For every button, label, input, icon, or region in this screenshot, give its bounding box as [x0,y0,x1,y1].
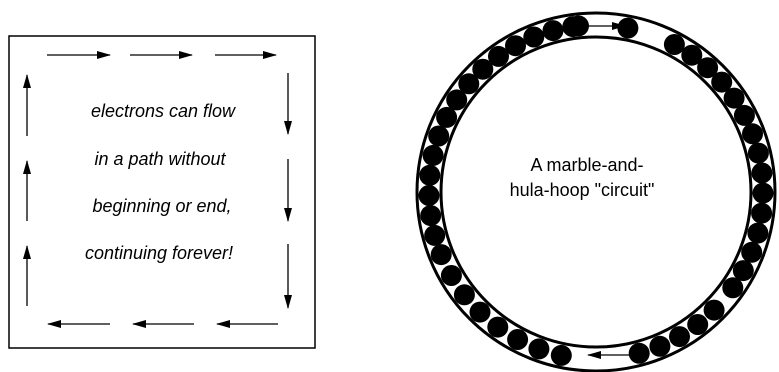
marble-15 [732,260,754,282]
marble-31 [420,205,442,227]
marble-35 [428,125,450,147]
marble-16 [722,277,744,299]
marble-19 [669,326,690,348]
marble-42 [523,26,545,48]
marble-4 [697,57,719,79]
marble-36 [436,106,458,128]
hoop-label-line-1: A marble-and- [530,155,643,175]
marble-44 [562,16,584,38]
marble-10 [751,162,773,184]
marble-5 [711,71,733,93]
marble-14 [741,241,763,263]
marble-30 [424,224,446,246]
marble-32 [418,185,440,206]
marble-3 [681,44,703,66]
marble-22 [550,344,572,366]
marble-39 [472,58,494,80]
marble-23 [528,338,550,360]
marbles [418,15,774,366]
hula-hoop: A marble-and- hula-hoop "circuit" [415,11,777,372]
left-panel: electrons can flow in a path without beg… [8,35,316,349]
marble-13 [747,222,769,244]
marble-2 [663,34,685,55]
marble-24 [507,329,529,350]
marble-43 [542,20,564,42]
marble-40 [488,45,509,67]
left-text-line-2: in a path without [94,149,226,169]
left-text-line-3: beginning or end, [92,196,231,216]
marble-1 [617,17,639,39]
marble-41 [505,35,526,57]
marble-29 [430,244,452,266]
marble-34 [422,144,444,166]
marble-21 [628,342,650,364]
marble-25 [487,316,509,338]
marble-27 [453,284,475,306]
marble-20 [649,335,671,357]
marble-18 [687,314,709,335]
circuit-box [8,35,316,349]
marble-28 [440,265,462,286]
marble-9 [747,142,769,164]
marble-37 [446,89,468,111]
marble-11 [752,182,774,204]
marble-17 [703,299,725,321]
marble-38 [458,73,480,95]
hoop-outer-ring [415,11,777,372]
marble-8 [742,123,763,145]
marble-7 [733,104,755,126]
marble-33 [419,164,441,186]
hoop-inner-ring [439,35,753,349]
marble-12 [751,202,773,224]
marble-26 [469,301,491,323]
hoop-label-line-2: hula-hoop "circuit" [510,180,655,200]
left-text-line-4: continuing forever! [85,243,233,263]
marble-6 [723,87,745,109]
left-text-line-1: electrons can flow [91,101,236,121]
